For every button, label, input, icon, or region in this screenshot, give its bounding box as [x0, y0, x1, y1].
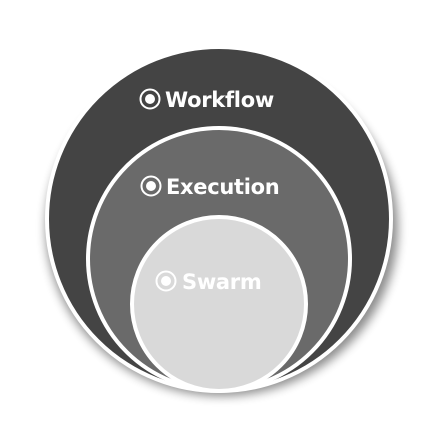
radio-dot-icon-center	[146, 181, 156, 191]
radio-dot-icon-center	[145, 94, 155, 104]
ring-workflow-label: Workflow	[165, 88, 274, 112]
radio-dot-icon-center	[161, 276, 171, 286]
radio-dot-icon	[140, 175, 162, 197]
radio-dot-icon	[155, 270, 177, 292]
radio-dot-icon	[139, 88, 161, 110]
ring-swarm-label: Swarm	[182, 270, 261, 294]
ring-execution-label: Execution	[166, 175, 279, 199]
ring-swarm[interactable]: Swarm	[130, 215, 308, 393]
ring-swarm-circle	[130, 215, 308, 393]
